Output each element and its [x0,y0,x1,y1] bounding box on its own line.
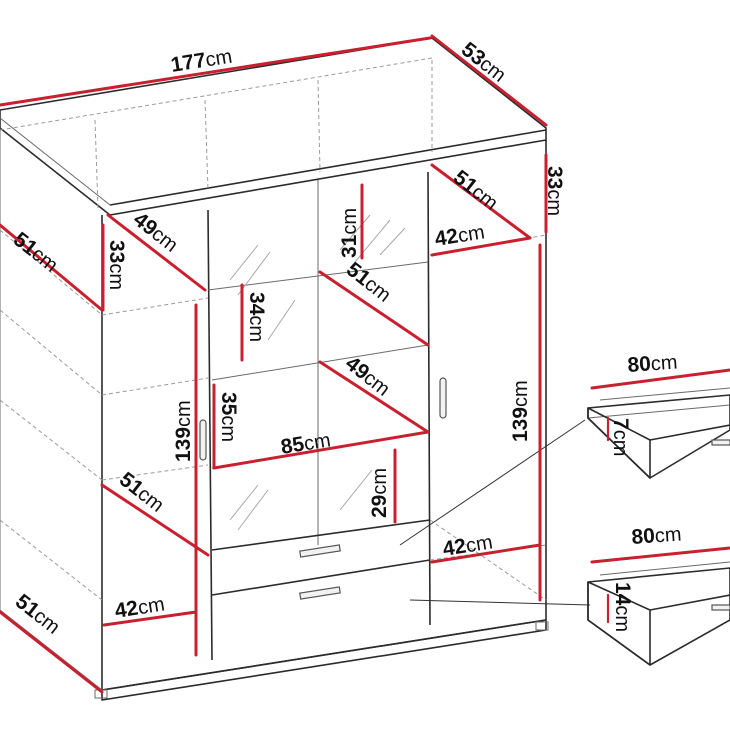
label-mid-lower-height: 35cm [217,392,240,442]
drawer-detail-upper [587,387,730,479]
left-shelf-2-side [0,309,103,396]
dim-mid-51-line [318,270,430,347]
dim-left-51-lower-line [100,483,210,557]
left-shelf-2-front [101,377,209,396]
dim-mid-49-line [318,360,430,434]
dim-mid-85-line [212,430,430,470]
label-right-section-height: 139cm [509,380,532,442]
right-floor-line [429,519,547,601]
left-shelf-1-side [0,229,103,316]
dim-bottom-51-line [0,610,104,694]
label-left-width: 42cm [113,592,166,623]
label-drawer-upper-width: 80cm [627,351,679,377]
top-divider-2 [204,99,209,191]
foot-right [535,621,549,631]
label-mid-top-height: 31cm [338,208,361,258]
label-top-right-width: 42cm [433,220,486,251]
label-left-top-height: 33cm [105,240,128,290]
dim-left-49-line [106,213,207,292]
label-drawer-upper-height: 7cm [609,418,632,456]
label-drawer-lower-height: 14cm [611,582,634,632]
top-divider-3 [317,79,321,173]
cabinet-body [0,37,591,701]
drawer-handle-lower [299,586,341,600]
dim-left-top-depth-line [0,223,104,312]
left-shelf-3-side [0,399,103,481]
top-divider-1 [94,119,99,209]
top-left-edge [0,117,111,206]
label-mid-shelf-depth-upper: 51cm [342,258,396,307]
dim-depth-line [430,34,548,127]
label-bottom-depth: 51cm [11,590,65,639]
drawer-detail-lower [587,561,730,666]
leader-lower-drawer [409,599,591,606]
top-back-line [0,57,433,131]
top-front-edge [109,129,547,206]
door-handle-left [199,419,207,461]
label-left-section-height: 139cm [172,400,195,462]
label-left-shelf-depth-lower: 51cm [115,468,169,517]
detail-handle-upper [711,439,730,446]
panel-left-middle [207,209,213,661]
dim-right-42-line [430,543,542,564]
drawer-handle-upper [299,544,341,558]
left-shelf-3-front [101,464,209,481]
left-shelf-4-side [0,519,103,601]
dim-drawer-lower-80-line [590,546,730,564]
mid-drawer-top [211,519,431,551]
panel-middle-right [427,171,431,626]
label-mid-upper-height: 34cm [245,292,268,342]
label-mid-bottom-height: 29cm [368,468,391,518]
left-bottom-edge [0,609,103,691]
label-top-right-depth: 51cm [449,166,503,215]
mid-drawer-split [211,559,431,596]
label-top-right-height: 33cm [543,166,566,216]
label-drawer-lower-width: 80cm [631,523,683,549]
leader-upper-drawer [399,419,586,546]
door-handle-right [439,377,447,419]
label-left-top-depth-49: 49cm [129,208,183,257]
dim-top-right-depth-line [430,163,532,240]
dimension-labels: 177cm 53cm 51cm 33cm 42cm 51cm 49cm 33cm… [9,38,682,639]
detail-handle-lower [711,604,730,611]
label-width: 177cm [169,45,234,77]
dim-drawer-upper-80-line [590,368,730,390]
dim-left-42-line [102,610,198,627]
label-right-width: 42cm [441,530,494,561]
dim-top-right-width-line [430,236,532,257]
plinth [101,619,547,701]
left-shelf-1-front [101,297,209,316]
dimension-lines [0,34,730,694]
dim-width-line [0,36,432,107]
label-mid-width: 85cm [279,428,332,459]
